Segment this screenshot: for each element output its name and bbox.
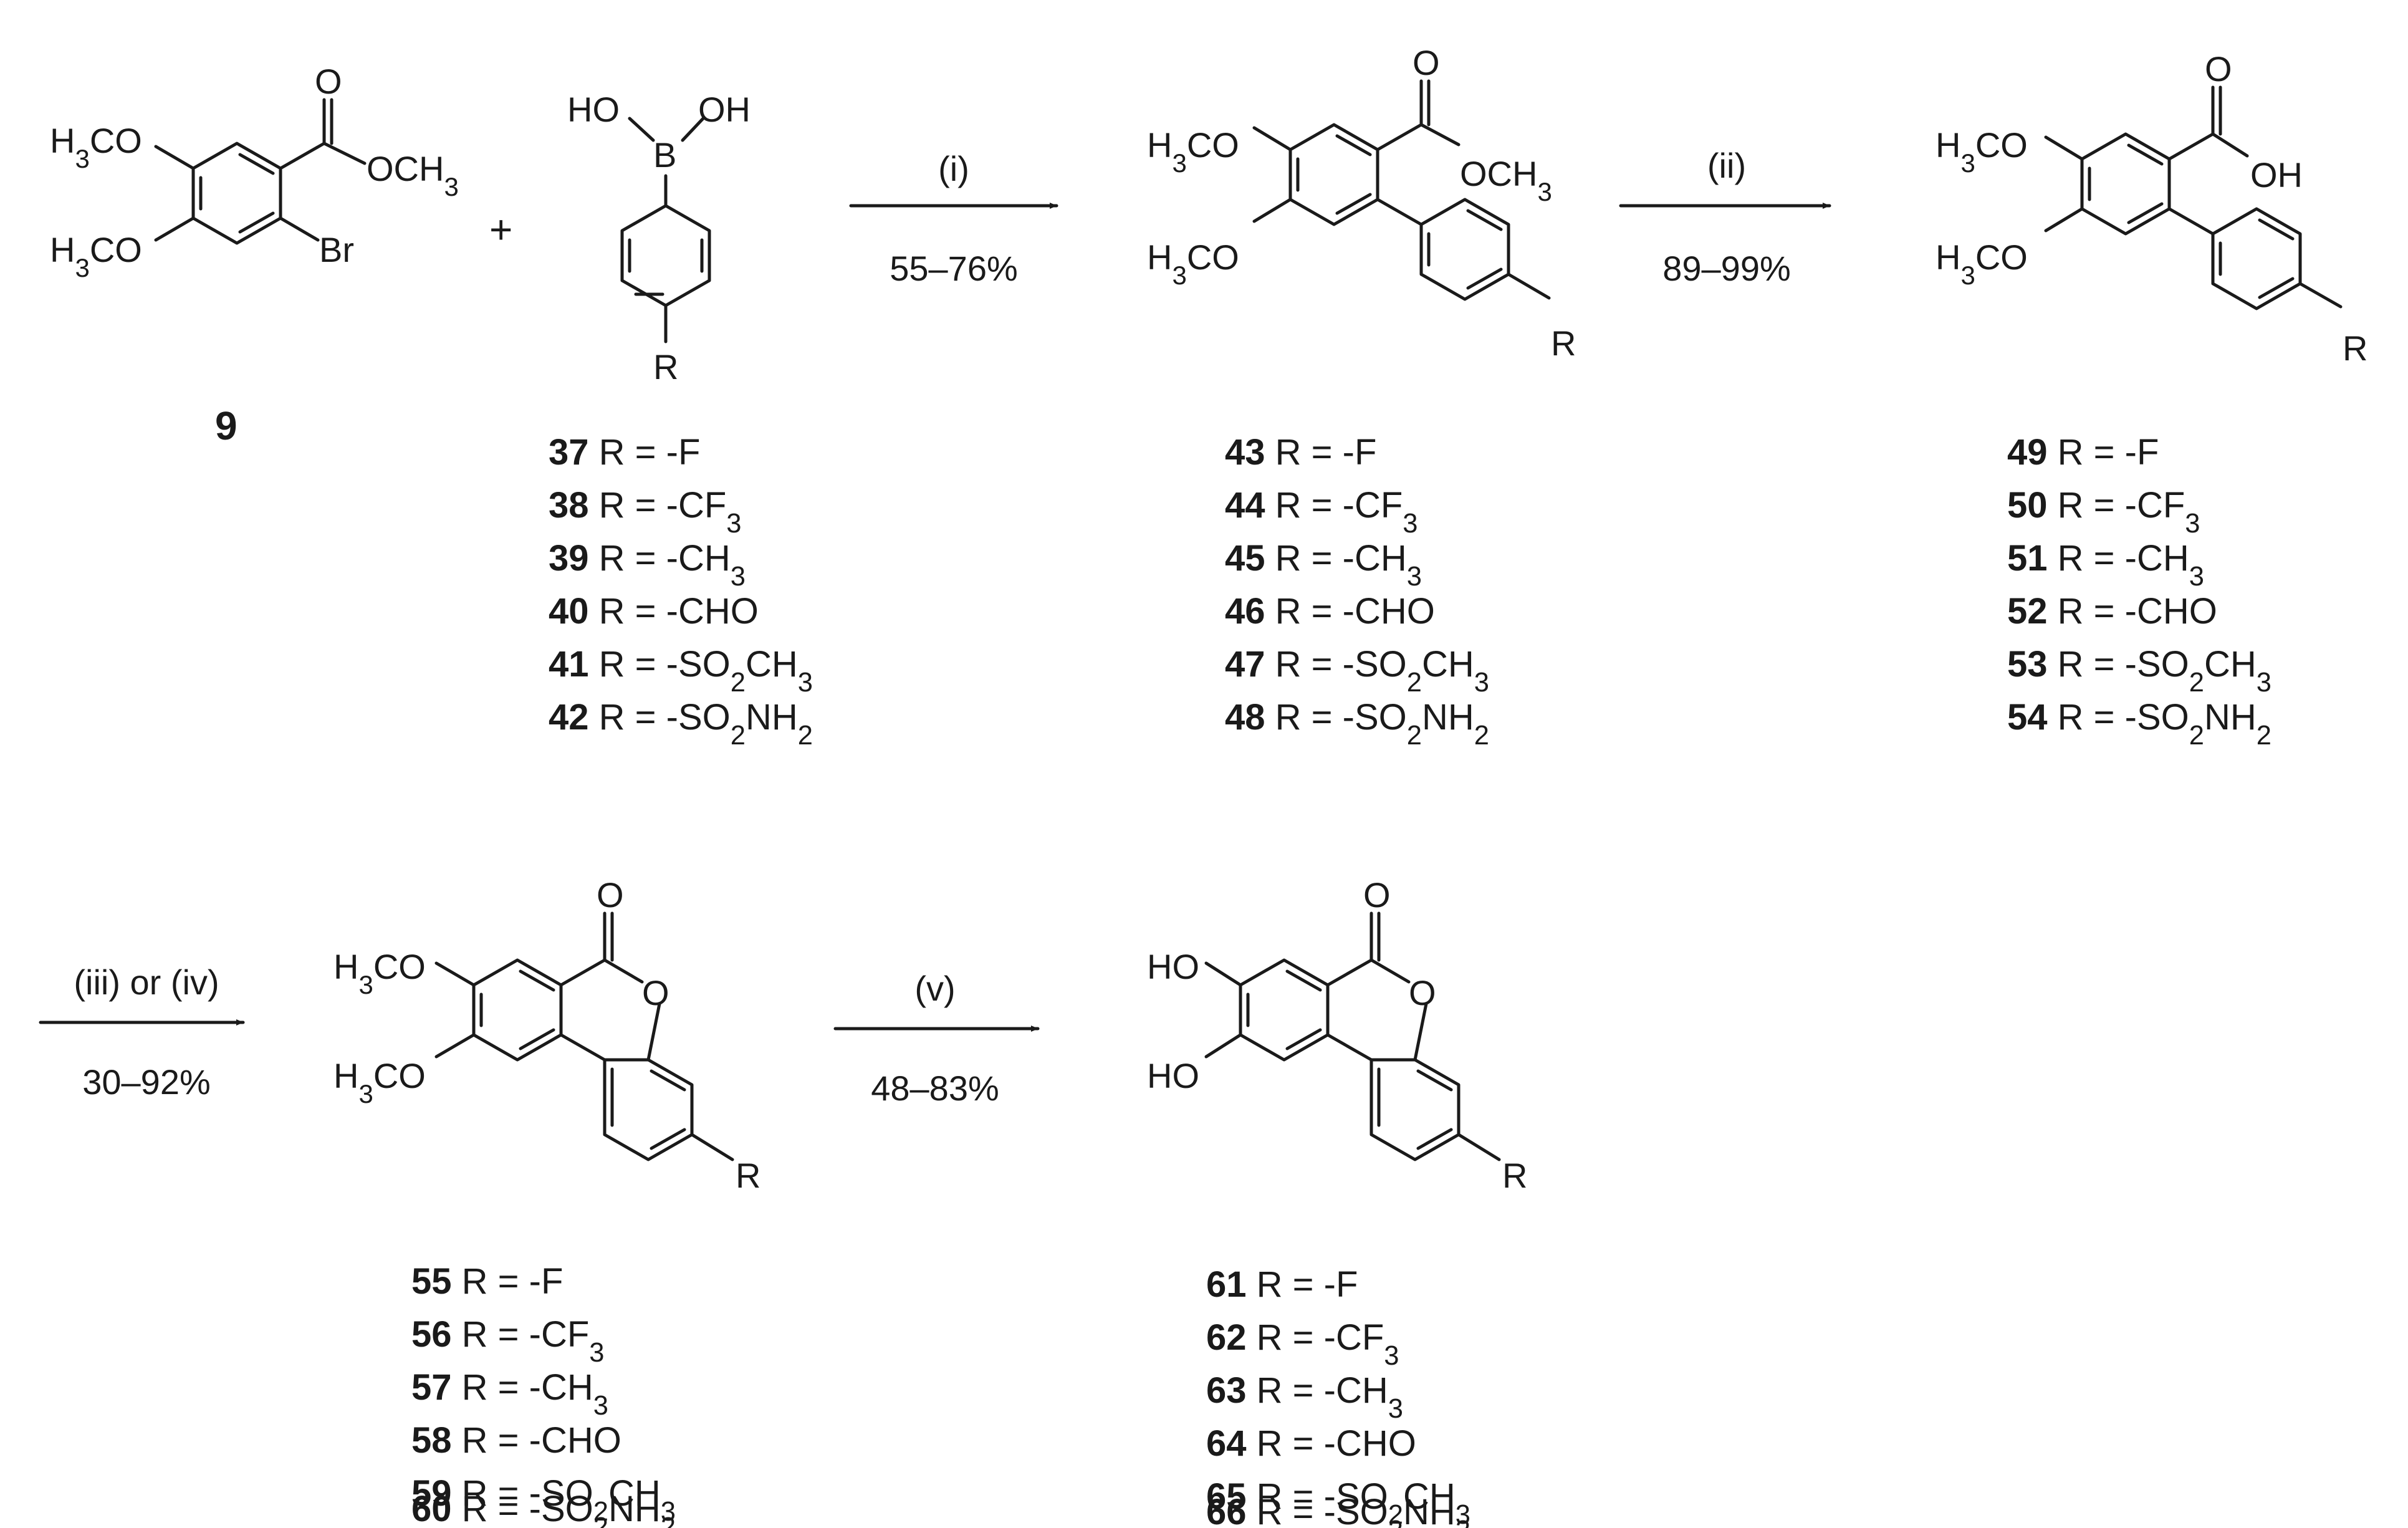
carbonyl-oxygen-label: O bbox=[1363, 875, 1391, 915]
ring-oxygen-label: O bbox=[1409, 973, 1436, 1012]
compound-label: 64 R = -CHO bbox=[1206, 1423, 1416, 1464]
compound-label: 63 R = -CH3 bbox=[1206, 1370, 1403, 1424]
reaction-arrow-v: (v) 48–83% bbox=[833, 969, 1040, 1108]
compound-label: 60 R = -SO2NH2 bbox=[411, 1489, 676, 1528]
methoxy-bottom-label: H3CO bbox=[333, 1056, 426, 1108]
compound-label: 45 R = -CH3 bbox=[1225, 538, 1422, 592]
compound-label: 43 R = -F bbox=[1225, 432, 1376, 473]
boron-label: B bbox=[653, 135, 676, 175]
methoxy-top-label: H3CO bbox=[333, 947, 426, 999]
reagent-label: (iii) or (iv) bbox=[74, 963, 219, 1002]
benzene-ring-b bbox=[603, 1058, 694, 1161]
dihydroxy-lactone-labels: 61 R = -F 62 R = -CF3 63 R = -CH3 64 R =… bbox=[1206, 1264, 1470, 1528]
compound-label: 65 R = -SO2CH3 bbox=[1206, 1476, 1470, 1528]
compound-label: 40 R = -CHO bbox=[549, 591, 759, 632]
reaction-arrow-ii: (ii) 89–99% bbox=[1619, 146, 1831, 288]
methoxy-top-label: H3CO bbox=[1147, 125, 1239, 178]
methoxy-bottom-label: H3CO bbox=[1936, 238, 2028, 290]
benzene-ring-a bbox=[1288, 123, 1379, 226]
compound-label: 59 R = -SO2CH3 bbox=[411, 1473, 676, 1527]
carbonyl-oxygen-label: O bbox=[597, 875, 624, 915]
dihydroxy-lactone: HO HO O O R bbox=[1147, 875, 1527, 1195]
boronic-acid-labels: 37 R = -F 38 R = -CF3 39 R = -CH3 40 R =… bbox=[549, 432, 813, 751]
r-group-label: R bbox=[1502, 1156, 1527, 1195]
reagent-label: (v) bbox=[914, 969, 955, 1008]
carbonyl-oxygen-label: O bbox=[2205, 49, 2232, 89]
benzene-ring bbox=[620, 204, 711, 307]
methoxy-top-label: H3CO bbox=[50, 121, 142, 173]
compound-label: 56 R = -CF3 bbox=[411, 1314, 604, 1368]
ester-methoxy-label: OCH3 bbox=[1460, 154, 1552, 206]
benzene-ring-b bbox=[1369, 1058, 1461, 1161]
yield-label: 48–83% bbox=[871, 1069, 999, 1108]
r-group-label: R bbox=[2343, 329, 2367, 368]
compound-label: 49 R = -F bbox=[2007, 432, 2159, 473]
yield-label: 55–76% bbox=[890, 249, 1018, 288]
compound-label: 62 R = -CF3 bbox=[1206, 1317, 1399, 1371]
hydroxy-bottom-label: HO bbox=[1147, 1056, 1199, 1095]
compound-label: 58 R = -CHO bbox=[411, 1420, 621, 1461]
ring-oxygen-label: O bbox=[642, 973, 669, 1012]
benzene-ring-a bbox=[472, 958, 563, 1062]
biaryl-acid: H3CO H3CO O OH R bbox=[1936, 49, 2367, 368]
compound-label: 38 R = -CF3 bbox=[549, 485, 741, 539]
benzene-ring-a bbox=[1239, 958, 1330, 1062]
hydroxy-left-label: HO bbox=[567, 90, 620, 129]
ester-methoxy-label: OCH3 bbox=[367, 149, 459, 201]
compound-label: 37 R = -F bbox=[549, 432, 700, 473]
compound-label: 47 R = -SO2CH3 bbox=[1225, 644, 1489, 698]
biaryl-ester: H3CO H3CO O OCH3 R bbox=[1147, 43, 1576, 363]
compound-label: 51 R = -CH3 bbox=[2007, 538, 2204, 592]
hydroxy-label: OH bbox=[2250, 155, 2303, 195]
bromo-label: Br bbox=[319, 230, 354, 269]
dimethoxy-lactone-labels: 55 R = -F 56 R = -CF3 57 R = -CH3 58 R =… bbox=[411, 1261, 676, 1527]
compound-label: 52 R = -CHO bbox=[2007, 591, 2217, 632]
dimethoxy-lactone: H3CO H3CO O O R bbox=[333, 875, 760, 1195]
benzene-ring-b bbox=[2211, 207, 2302, 310]
compound-label: 61 R = -F bbox=[1206, 1264, 1358, 1305]
compound-label: 41 R = -SO2CH3 bbox=[549, 644, 813, 698]
yield-label: 30–92% bbox=[82, 1062, 211, 1102]
biaryl-ester-labels: 43 R = -F 44 R = -CF3 45 R = -CH3 46 R =… bbox=[1225, 432, 1489, 751]
carbonyl-oxygen-label: O bbox=[315, 62, 342, 101]
compound-label: 57 R = -CH3 bbox=[411, 1367, 608, 1421]
biaryl-acid-labels: 49 R = -F 50 R = -CF3 51 R = -CH3 52 R =… bbox=[2007, 432, 2271, 751]
yield-label: 89–99% bbox=[1662, 249, 1791, 288]
compound-label: 54 R = -SO2NH2 bbox=[2007, 697, 2271, 751]
compound-label: 39 R = -CH3 bbox=[549, 538, 746, 592]
r-group-label: R bbox=[736, 1156, 760, 1195]
compound-label: 50 R = -CF3 bbox=[2007, 485, 2200, 539]
methoxy-bottom-label: H3CO bbox=[50, 230, 142, 282]
hydroxy-top-label: HO bbox=[1147, 947, 1199, 986]
reagent-label: (i) bbox=[938, 149, 969, 188]
compound-9: H3CO H3CO O OCH3 Br 9 bbox=[50, 62, 459, 448]
benzene-ring-b bbox=[1419, 198, 1510, 301]
plus-sign: + bbox=[489, 207, 512, 252]
reagent-label: (ii) bbox=[1707, 146, 1746, 185]
compound-label: 66 R = -SO2NH2 bbox=[1206, 1492, 1470, 1528]
compound-number: 9 bbox=[215, 403, 237, 448]
compound-label: 55 R = -F bbox=[411, 1261, 563, 1302]
methoxy-bottom-label: H3CO bbox=[1147, 238, 1239, 290]
reaction-arrow-i: (i) 55–76% bbox=[849, 149, 1058, 288]
benzene-ring bbox=[191, 142, 282, 245]
reaction-arrow-iii-iv: (iii) or (iv) 30–92% bbox=[39, 963, 245, 1102]
carbonyl-oxygen-label: O bbox=[1413, 43, 1440, 82]
boronic-acid: HO OH B R bbox=[567, 90, 751, 387]
r-group-label: R bbox=[653, 347, 678, 387]
benzene-ring-a bbox=[2080, 132, 2171, 236]
methoxy-top-label: H3CO bbox=[1936, 125, 2028, 178]
hydroxy-right-label: OH bbox=[698, 90, 751, 129]
compound-label: 53 R = -SO2CH3 bbox=[2007, 644, 2271, 698]
compound-label: 46 R = -CHO bbox=[1225, 591, 1435, 632]
compound-label: 42 R = -SO2NH2 bbox=[549, 697, 813, 751]
r-group-label: R bbox=[1551, 324, 1576, 363]
compound-label: 48 R = -SO2NH2 bbox=[1225, 697, 1489, 751]
compound-label: 44 R = -CF3 bbox=[1225, 485, 1417, 539]
